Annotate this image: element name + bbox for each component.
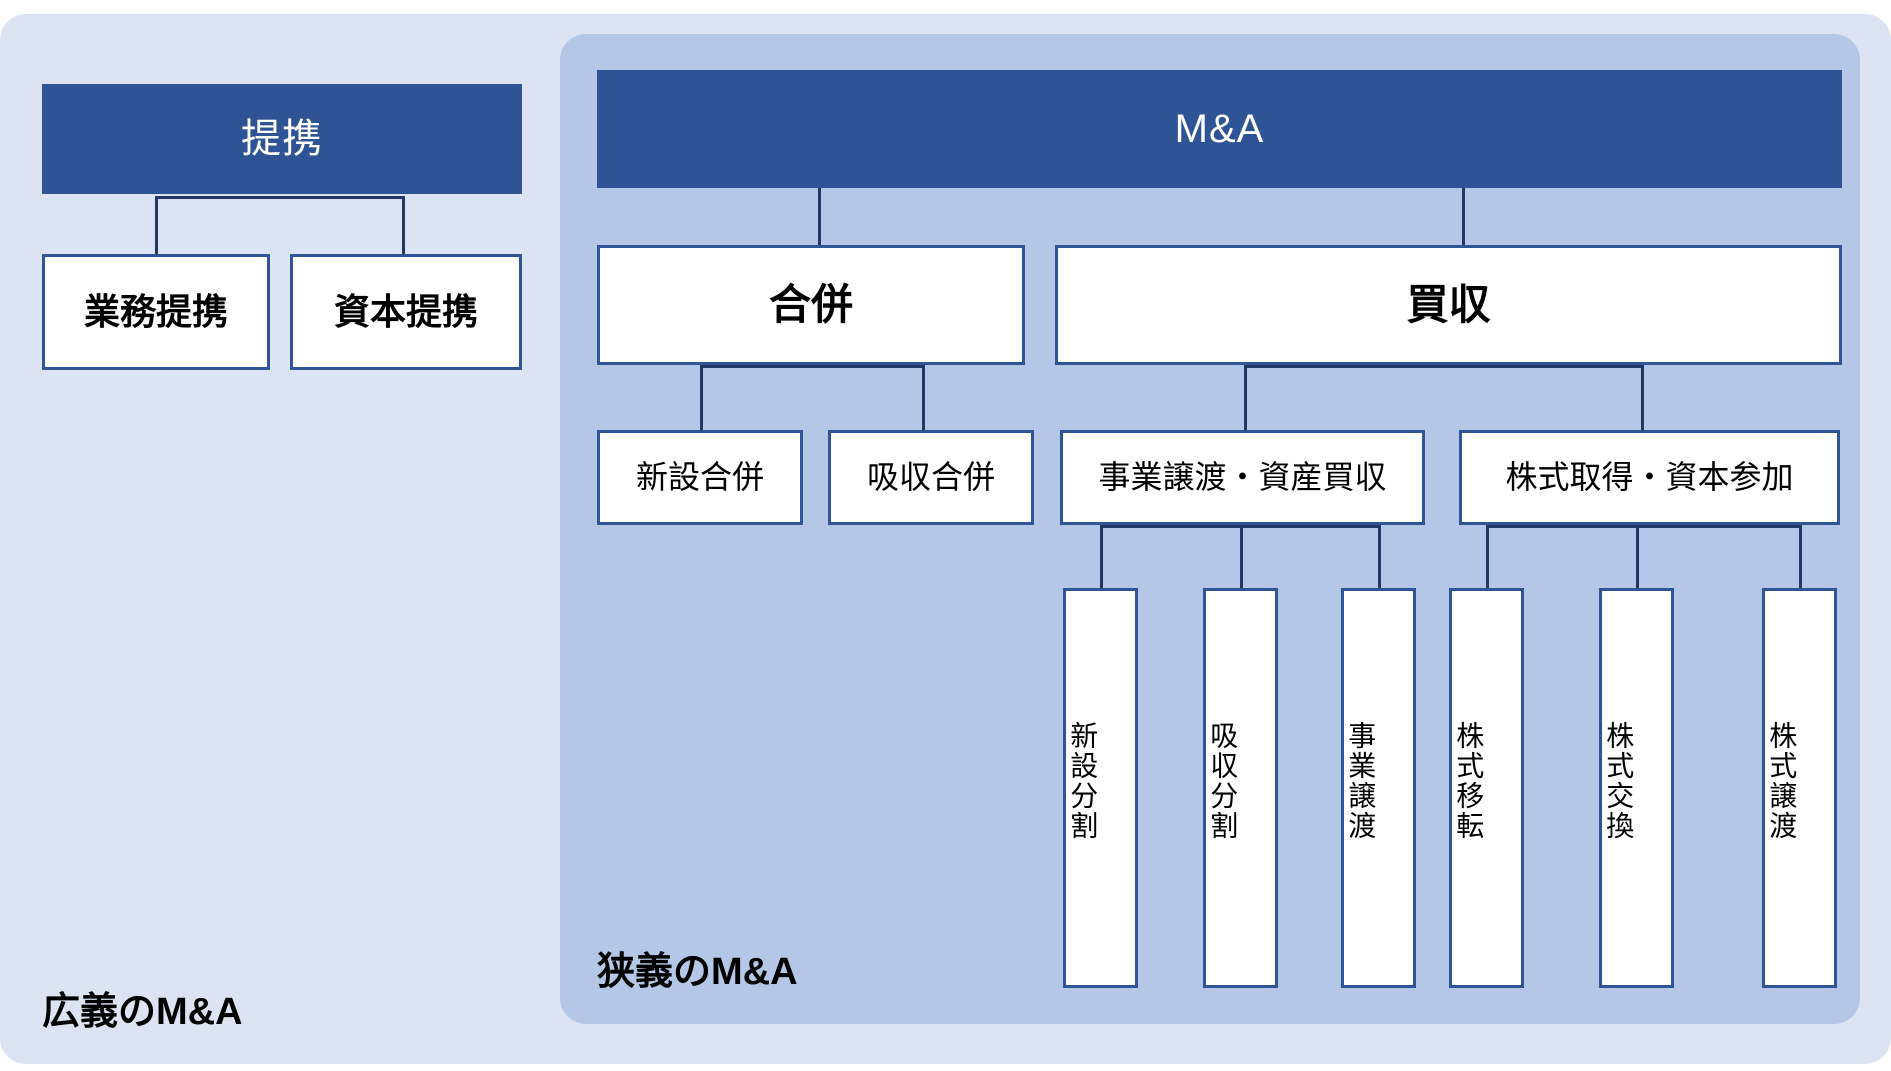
connector-baishu-horizontal bbox=[1244, 365, 1644, 368]
leaf-jigyo-0: 新設分割 bbox=[1063, 588, 1138, 988]
connector-gappei-to-shinsetsu bbox=[700, 365, 703, 433]
connector-kabushiki-horizontal bbox=[1486, 525, 1802, 528]
connector-gappei-horizontal bbox=[700, 365, 922, 368]
node-ma-header: M&A bbox=[597, 70, 1842, 188]
node-baishu-child-1: 株式取得・資本参加 bbox=[1459, 430, 1840, 525]
connector-ma-to-gappei bbox=[818, 188, 821, 248]
connector-kabushiki-to-leaf-1 bbox=[1636, 525, 1639, 590]
node-gappei-child-0: 新設合併 bbox=[597, 430, 803, 525]
connector-kabushiki-to-leaf-2 bbox=[1799, 525, 1802, 590]
leaf-jigyo-1: 吸収分割 bbox=[1203, 588, 1278, 988]
leaf-kabushiki-2: 株式譲渡 bbox=[1762, 588, 1837, 988]
leaf-kabushiki-0: 株式移転 bbox=[1449, 588, 1524, 988]
connector-baishu-to-jigyo bbox=[1244, 365, 1247, 433]
connector-jigyo-to-leaf-2 bbox=[1378, 525, 1381, 590]
node-gappei-child-1: 吸収合併 bbox=[828, 430, 1034, 525]
connector-alliance-to-shihon bbox=[402, 196, 405, 256]
node-ma-branch-0: 合併 bbox=[597, 245, 1025, 365]
connector-baishu-to-kabushiki bbox=[1641, 365, 1644, 433]
connector-jigyo-horizontal bbox=[1100, 525, 1378, 528]
caption-broad-ma: 広義のM&A bbox=[42, 991, 243, 1033]
connector-alliance-horizontal bbox=[155, 196, 404, 199]
node-ma-branch-1: 買収 bbox=[1055, 245, 1842, 365]
node-alliance-header: 提携 bbox=[42, 84, 522, 194]
leaf-kabushiki-1: 株式交換 bbox=[1599, 588, 1674, 988]
node-baishu-child-0: 事業譲渡・資産買収 bbox=[1060, 430, 1425, 525]
connector-gappei-to-kyushu bbox=[922, 365, 925, 433]
connector-jigyo-to-leaf-0 bbox=[1100, 525, 1103, 590]
connector-alliance-to-gyomu bbox=[155, 196, 158, 256]
caption-narrow-ma: 狭義のM&A bbox=[597, 951, 798, 993]
leaf-jigyo-2: 事業譲渡 bbox=[1341, 588, 1416, 988]
connector-kabushiki-to-leaf-0 bbox=[1486, 525, 1489, 590]
connector-ma-to-baishu bbox=[1462, 188, 1465, 248]
connector-jigyo-to-leaf-1 bbox=[1240, 525, 1243, 590]
node-alliance-child-1: 資本提携 bbox=[290, 254, 522, 370]
node-alliance-child-0: 業務提携 bbox=[42, 254, 270, 370]
